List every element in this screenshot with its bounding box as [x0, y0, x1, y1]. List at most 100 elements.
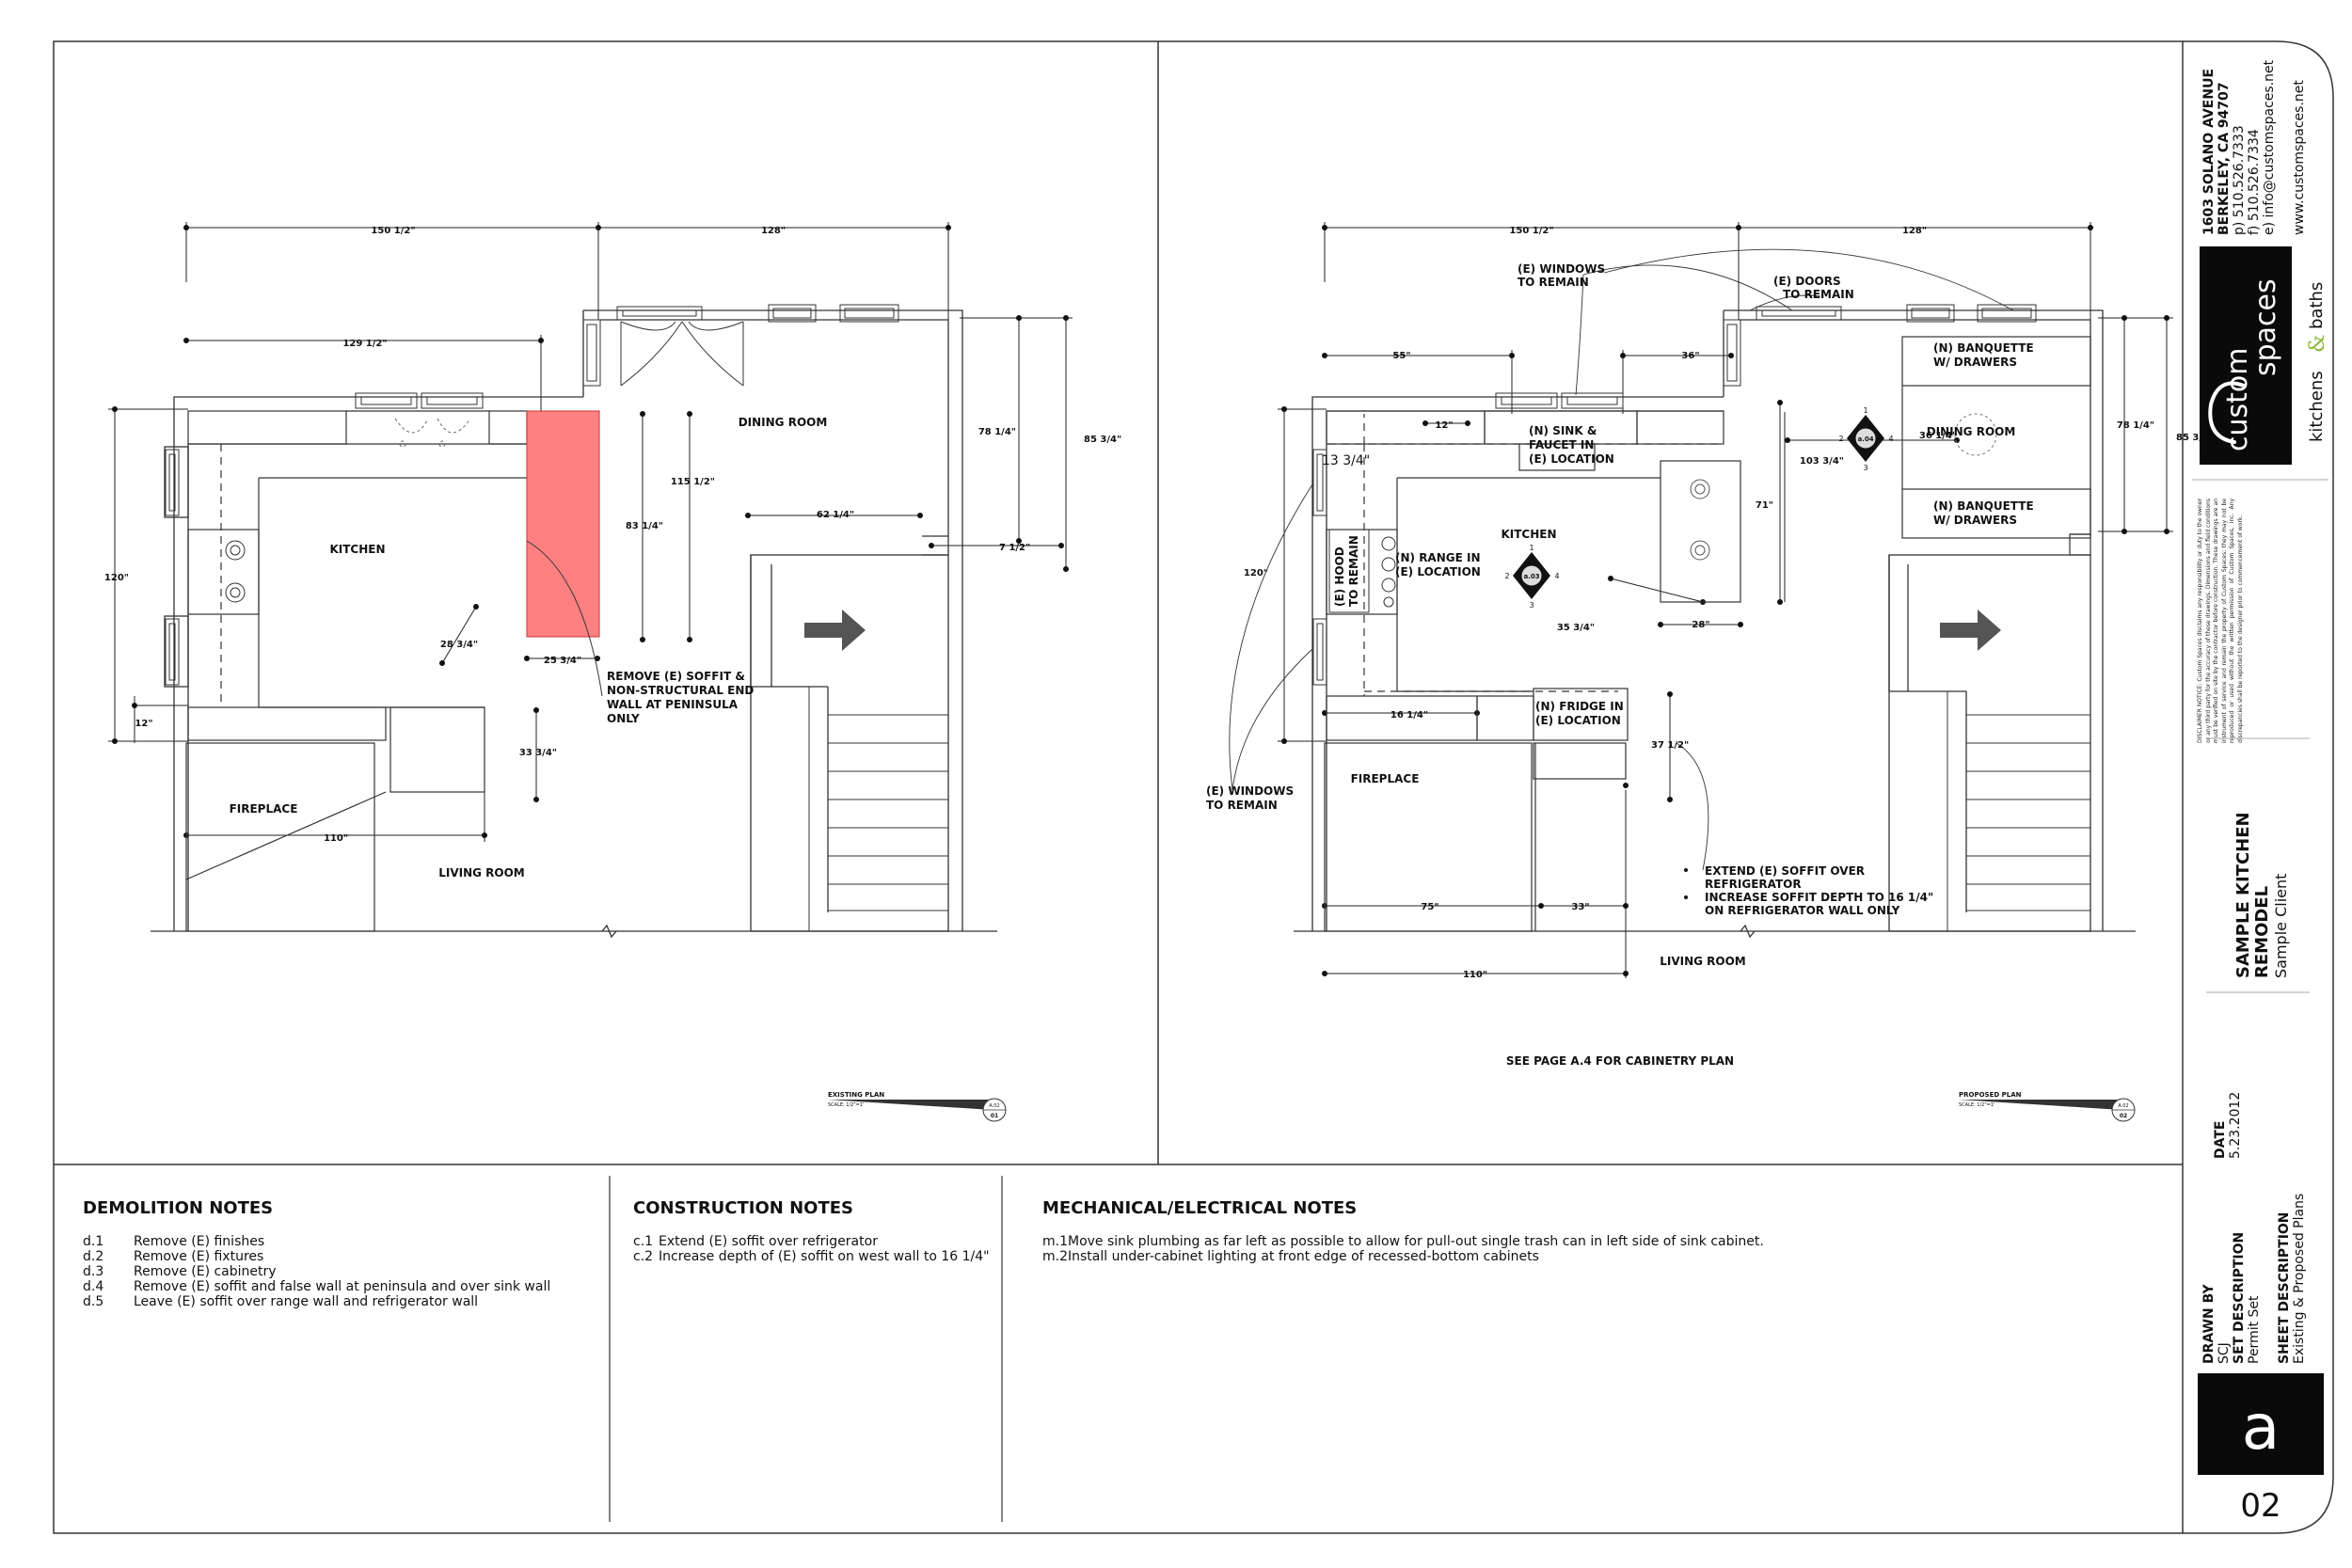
dim-label: 129 1/2" [342, 339, 387, 349]
proposed-plan-title: PROPOSED PLAN SCALE: 1/2"=1' A.02 02 [1959, 1091, 2136, 1122]
proposed-island-burners [1690, 479, 1710, 561]
dim-label: 83 1/4" [626, 521, 663, 531]
dim-label: 37 1/2" [1651, 740, 1689, 751]
plan-scale: SCALE: 1/2"=1' [828, 1102, 864, 1108]
demo-soffit-highlight [526, 410, 600, 638]
note-text: Move sink plumbing as far left as possib… [1068, 1234, 1764, 1249]
note-text: Remove (E) cabinetry [134, 1264, 277, 1279]
callout-line: TO REMAIN [1347, 535, 1360, 607]
sheet-label: SHEET DESCRIPTION [2277, 1212, 2292, 1364]
callout-line: (E) LOCATION [1529, 452, 1614, 466]
note-text: Install under-cabinet lighting at front … [1068, 1249, 1539, 1264]
project-title: SAMPLE KITCHEN [2233, 812, 2253, 978]
proposed-table [1954, 413, 1997, 456]
dim-label: 55" [1392, 351, 1410, 361]
notes-heading: CONSTRUCTION NOTES [633, 1198, 853, 1218]
existing-dimension-labels: 150 1/2" 128" 129 1/2" 78 1/4" 85 3/4" 1… [104, 226, 1121, 844]
soffit-note: INCREASE SOFFIT DEPTH TO 16 1/4" [1705, 891, 1933, 904]
dim-label: 13 3/4" [1322, 453, 1370, 468]
note-code: d.1 [83, 1234, 103, 1249]
callout-line: TO REMAIN [1783, 288, 1854, 301]
callout-line: W/ DRAWERS [1933, 514, 2017, 527]
callout-line: FAUCET IN [1529, 438, 1594, 451]
set-value: Permit Set [2247, 1295, 2262, 1364]
existing-range [225, 540, 246, 603]
dim-label: 110" [1463, 970, 1487, 980]
existing-stairs [808, 687, 948, 931]
logo-tagline: kitchens [2307, 371, 2327, 442]
dim-label: 128" [1902, 226, 1927, 236]
callout-line: (N) FRIDGE IN [1535, 700, 1624, 713]
callout-line: TO REMAIN [1518, 276, 1589, 289]
dim-label: 12" [1435, 420, 1453, 431]
callout-line: TO REMAIN [1206, 799, 1278, 812]
room-label-dining: DINING ROOM [1927, 425, 2016, 438]
note-text: Increase depth of (E) soffit on west wal… [659, 1249, 990, 1264]
callout-line: (E) DOORS [1773, 275, 1841, 288]
note-text: Remove (E) fixtures [134, 1249, 263, 1264]
project-info: SAMPLE KITCHEN REMODEL Sample Client [2233, 812, 2290, 978]
existing-windows [165, 304, 899, 686]
room-label-kitchen: KITCHEN [1501, 528, 1556, 541]
dim-label: 150 1/2" [371, 226, 415, 236]
dim-label: 75" [1421, 902, 1438, 912]
website: www.customspaces.net [2292, 80, 2307, 235]
mechanical-notes: MECHANICAL/ELECTRICAL NOTES m.1 Move sin… [1042, 1198, 1764, 1264]
proposed-stair-arrow [1940, 610, 2001, 651]
callout-line: (E) LOCATION [1395, 565, 1481, 578]
dim-label: 120" [104, 573, 129, 583]
project-title: REMODEL [2252, 886, 2272, 978]
room-label-living: LIVING ROOM [438, 866, 525, 879]
address-line: 1603 SOLANO AVENUE [2201, 69, 2217, 235]
disclaimer-text: DISCLAIMER NOTICE: Custom Spaces disclai… [2197, 499, 2244, 743]
dim-label: 36" [1681, 351, 1699, 361]
proposed-range [1328, 529, 1396, 613]
sheet-letter-box [2198, 1373, 2324, 1475]
note-text: Remove (E) finishes [134, 1234, 264, 1249]
drawn-by-value: SCJ [2217, 1342, 2232, 1364]
sheet-letter: a [2242, 1391, 2280, 1464]
callout-line: (E) WINDOWS [1518, 262, 1605, 276]
dim-label: 33 3/4" [519, 748, 557, 758]
dim-label: 36 1/4" [1919, 431, 1957, 441]
callout-line: (E) HOOD [1333, 546, 1346, 607]
tag-w: 2 [1504, 572, 1509, 580]
proposed-dimension-lines [1278, 222, 2173, 978]
dim-label: 85 3/4" [1084, 435, 1121, 445]
ref-sheet: A.02 [989, 1103, 999, 1109]
drawn-by-label: DRAWN BY [2201, 1283, 2217, 1364]
tag-label: a.03 [1523, 573, 1539, 580]
proposed-leaders [1229, 248, 2014, 871]
soffit-note: ON REFRIGERATOR WALL ONLY [1705, 904, 1900, 917]
dim-label: 85 3/4" [2176, 433, 2214, 443]
address-line: BERKELEY, CA 94707 [2217, 82, 2232, 235]
callout-line: (E) WINDOWS [1206, 784, 1294, 798]
existing-sink [394, 418, 471, 448]
dim-label: 28" [1692, 620, 1709, 630]
elevation-tag-a03: a.03 1 4 3 2 [1504, 544, 1559, 610]
dim-label: 12" [135, 719, 152, 729]
proposed-room-labels: KITCHEN DINING ROOM FIREPLACE LIVING ROO… [1351, 425, 2016, 968]
note-text: Extend (E) soffit over refrigerator [659, 1234, 878, 1249]
note-text: Leave (E) soffit over range wall and ref… [134, 1294, 478, 1309]
callout-line: (N) SINK & [1529, 424, 1597, 437]
sheet-number: 02 [2240, 1487, 2280, 1525]
room-label-living: LIVING ROOM [1660, 955, 1746, 968]
logo-ampersand: & [2306, 334, 2329, 353]
fax: f) 510.526.7334 [2247, 129, 2262, 235]
soffit-note: EXTEND (E) SOFFIT OVER [1705, 864, 1865, 878]
disclaimer-box: DISCLAIMER NOTICE: Custom Spaces disclai… [2197, 499, 2244, 743]
existing-dim-ticks [112, 225, 1069, 838]
tag-e: 4 [1554, 572, 1559, 580]
callout-line: (N) BANQUETTE [1933, 499, 2034, 513]
construction-notes: CONSTRUCTION NOTES c.1 Extend (E) soffit… [633, 1198, 990, 1264]
logo-text: custom [2221, 348, 2254, 451]
dim-label: 78 1/4" [978, 427, 1016, 437]
title-block: 1603 SOLANO AVENUE BERKELEY, CA 94707 p)… [2192, 59, 2329, 1525]
dim-label: 78 1/4" [2117, 420, 2154, 431]
tag-e: 4 [1888, 435, 1893, 443]
existing-room-labels: KITCHEN DINING ROOM FIREPLACE LIVING ROO… [230, 416, 828, 879]
plan-scale: SCALE: 1/2"=1' [1959, 1102, 1994, 1108]
proposed-walls [1294, 309, 2136, 939]
callout-line: (E) LOCATION [1535, 714, 1621, 727]
